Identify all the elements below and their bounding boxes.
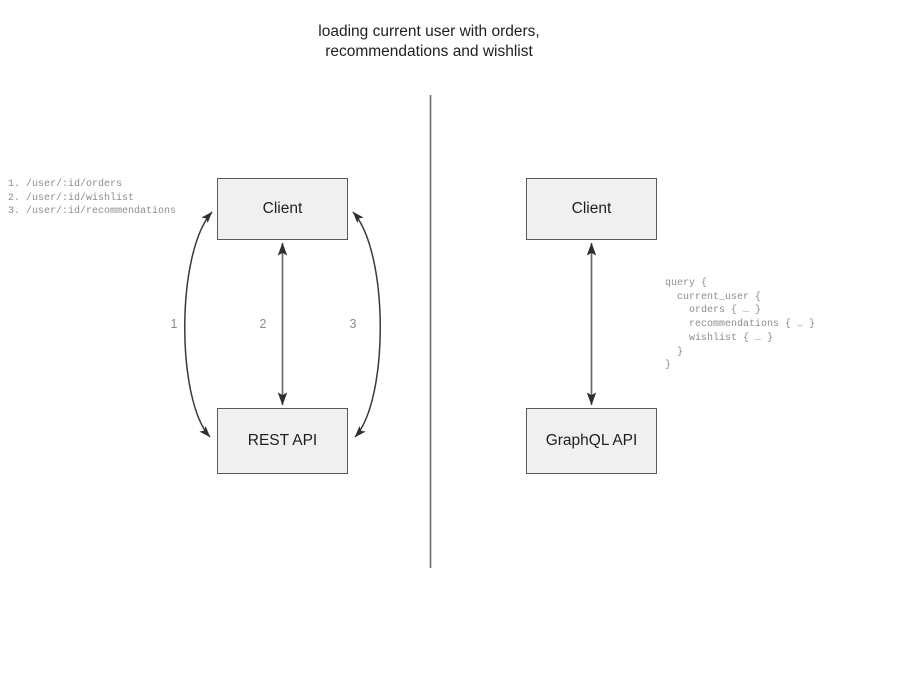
node-graphql-api: GraphQL API (526, 408, 657, 474)
edge-label-3: 3 (349, 317, 357, 331)
edge-1-curve-left (184, 211, 213, 438)
diagram-title: loading current user with orders, recomm… (318, 23, 540, 60)
edge-label-1: 1 (170, 317, 178, 331)
graphql-query-block: query { current_user { orders { … } reco… (665, 278, 816, 372)
node-rest-api: REST API (217, 408, 348, 474)
edge-3-curve-right (352, 211, 381, 438)
edge-label-2: 2 (259, 317, 267, 331)
rest-endpoints-list: 1. /user/:id/orders 2. /user/:id/wishlis… (8, 179, 177, 218)
node-client-rest: Client (217, 178, 348, 240)
node-client-graphql: Client (526, 178, 657, 240)
